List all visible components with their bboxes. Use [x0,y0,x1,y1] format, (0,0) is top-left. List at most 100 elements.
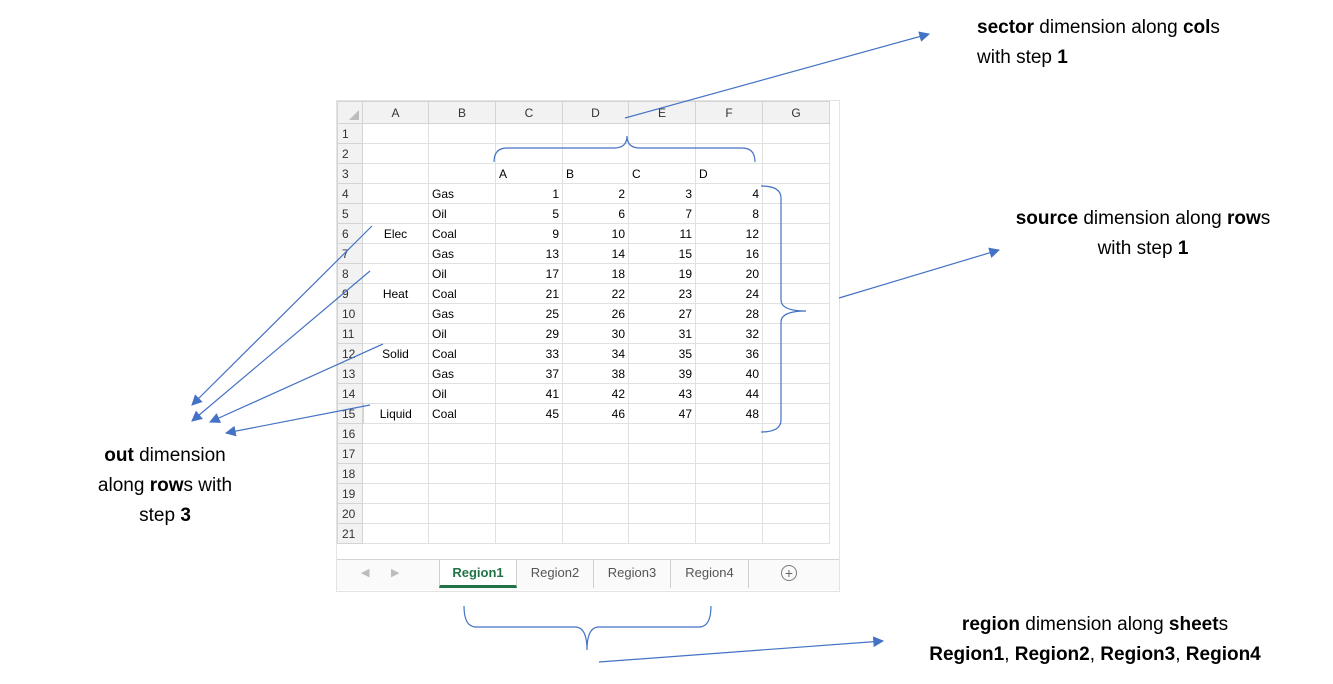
cell-a2[interactable] [362,143,429,164]
cell-f15[interactable]: 48 [695,403,763,424]
cell-a7[interactable] [362,243,429,264]
row-header[interactable]: 14 [337,383,363,404]
cell-c13[interactable]: 37 [495,363,563,384]
select-all-corner[interactable] [337,101,363,124]
cell-c20[interactable] [495,503,563,524]
cell-d18[interactable] [562,463,629,484]
column-header-d[interactable]: D [562,101,629,124]
cell-a13[interactable] [362,363,429,384]
cell-f9[interactable]: 24 [695,283,763,304]
row-header[interactable]: 11 [337,323,363,344]
cell-g8[interactable] [762,263,830,284]
row-header[interactable]: 21 [337,523,363,544]
cell-g14[interactable] [762,383,830,404]
row-header[interactable]: 8 [337,263,363,284]
cell-b5[interactable]: Oil [428,203,496,224]
cell-c4[interactable]: 1 [495,183,563,204]
cell-c7[interactable]: 13 [495,243,563,264]
cell-d21[interactable] [562,523,629,544]
cell-b6[interactable]: Coal [428,223,496,244]
cell-d1[interactable] [562,123,629,144]
cell-a16[interactable] [362,423,429,444]
cell-e19[interactable] [628,483,696,504]
cell-b20[interactable] [428,503,496,524]
cell-e20[interactable] [628,503,696,524]
cell-e18[interactable] [628,463,696,484]
prev-sheet-icon[interactable]: ◀ [361,567,370,579]
cell-f11[interactable]: 32 [695,323,763,344]
cell-d8[interactable]: 18 [562,263,629,284]
cell-g2[interactable] [762,143,830,164]
cell-d20[interactable] [562,503,629,524]
cell-g16[interactable] [762,423,830,444]
cell-e14[interactable]: 43 [628,383,696,404]
cell-d10[interactable]: 26 [562,303,629,324]
cell-c3[interactable]: A [495,163,563,184]
cell-b8[interactable]: Oil [428,263,496,284]
cell-g15[interactable] [762,403,830,424]
tab-region1[interactable]: Region1 [439,560,517,588]
row-header[interactable]: 10 [337,303,363,324]
cell-g20[interactable] [762,503,830,524]
cell-f14[interactable]: 44 [695,383,763,404]
cell-e15[interactable]: 47 [628,403,696,424]
cell-b9[interactable]: Coal [428,283,496,304]
cell-f6[interactable]: 12 [695,223,763,244]
row-header[interactable]: 18 [337,463,363,484]
cell-c8[interactable]: 17 [495,263,563,284]
cell-e3[interactable]: C [628,163,696,184]
cell-c9[interactable]: 21 [495,283,563,304]
cell-f1[interactable] [695,123,763,144]
row-header[interactable]: 17 [337,443,363,464]
cell-g5[interactable] [762,203,830,224]
cell-f2[interactable] [695,143,763,164]
cell-b15[interactable]: Coal [428,403,496,424]
cell-c6[interactable]: 9 [495,223,563,244]
cell-a17[interactable] [362,443,429,464]
cell-c5[interactable]: 5 [495,203,563,224]
cell-b4[interactable]: Gas [428,183,496,204]
cell-e13[interactable]: 39 [628,363,696,384]
cell-e7[interactable]: 15 [628,243,696,264]
next-sheet-icon[interactable]: ▶ [391,567,400,579]
row-header[interactable]: 5 [337,203,363,224]
cell-a19[interactable] [362,483,429,504]
cell-f10[interactable]: 28 [695,303,763,324]
cell-b11[interactable]: Oil [428,323,496,344]
cell-b1[interactable] [428,123,496,144]
cell-a18[interactable] [362,463,429,484]
cell-g18[interactable] [762,463,830,484]
cell-d19[interactable] [562,483,629,504]
cell-f5[interactable]: 8 [695,203,763,224]
row-header[interactable]: 3 [337,163,363,184]
cell-g7[interactable] [762,243,830,264]
cell-a14[interactable] [362,383,429,404]
row-header[interactable]: 12 [337,343,363,364]
cell-a20[interactable] [362,503,429,524]
cell-a4[interactable] [362,183,429,204]
cell-g9[interactable] [762,283,830,304]
cell-g13[interactable] [762,363,830,384]
cell-d3[interactable]: B [562,163,629,184]
cell-b7[interactable]: Gas [428,243,496,264]
add-sheet-button[interactable]: + [781,565,797,581]
cell-b21[interactable] [428,523,496,544]
cell-e1[interactable] [628,123,696,144]
cell-a12[interactable]: Solid [362,343,429,364]
cell-f12[interactable]: 36 [695,343,763,364]
cell-e8[interactable]: 19 [628,263,696,284]
cell-f17[interactable] [695,443,763,464]
tab-region3[interactable]: Region3 [594,560,671,588]
cell-e11[interactable]: 31 [628,323,696,344]
cell-e4[interactable]: 3 [628,183,696,204]
cell-f18[interactable] [695,463,763,484]
cell-c21[interactable] [495,523,563,544]
cell-g6[interactable] [762,223,830,244]
row-header[interactable]: 13 [337,363,363,384]
tab-region4[interactable]: Region4 [671,560,749,588]
cell-g12[interactable] [762,343,830,364]
cell-f16[interactable] [695,423,763,444]
cell-e21[interactable] [628,523,696,544]
cell-a9[interactable]: Heat [362,283,429,304]
column-header-c[interactable]: C [495,101,563,124]
